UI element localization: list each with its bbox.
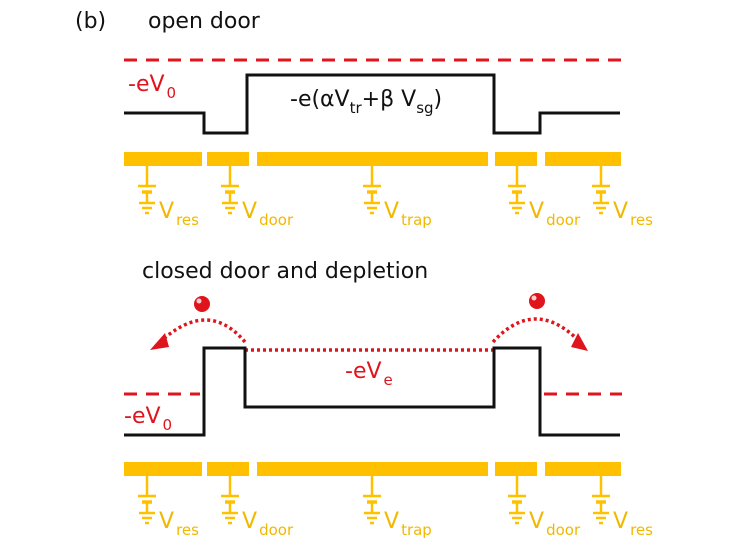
electron-left: [194, 296, 210, 312]
electrode-door-right: [495, 462, 537, 476]
electrode-trap: [257, 462, 488, 476]
gate-battery-ground-icon: [592, 476, 610, 525]
electron-right: [529, 293, 545, 309]
top-trap-potential-label: -e(αVtr+β Vsg): [290, 87, 442, 117]
escape-arrowhead-left: [150, 333, 169, 350]
gate-battery-ground-icon: [363, 166, 381, 215]
bottom-panel-title: closed door and depletion: [142, 259, 428, 284]
gate-battery-ground-icon: [592, 166, 610, 215]
top-electrodes: [124, 152, 621, 166]
electrode-reservoir-right: [545, 462, 621, 476]
top-panel-title: open door: [148, 9, 261, 34]
gate-battery-ground-icon: [221, 166, 239, 215]
escape-arrow-right: [491, 317, 582, 344]
electrode-reservoir-right: [545, 152, 621, 166]
panel-label: (b): [75, 9, 106, 34]
electrode-door-right: [495, 152, 537, 166]
escape-arrowhead-right: [571, 333, 588, 351]
electrode-reservoir-left: [124, 462, 202, 476]
electrode-reservoir-left: [124, 152, 202, 166]
electrode-trap: [257, 152, 488, 166]
escape-arrow-left: [158, 318, 247, 344]
gate-battery-ground-icon: [508, 476, 526, 525]
electrode-door-left: [207, 152, 249, 166]
gate-battery-ground-icon: [508, 166, 526, 215]
gate-battery-ground-icon: [363, 476, 381, 525]
gate-battery-ground-icon: [138, 476, 156, 525]
top-potential-profile: [124, 73, 620, 135]
gate-battery-ground-icon: [221, 476, 239, 525]
electrode-door-left: [207, 462, 249, 476]
bottom-potential-profile: [124, 346, 620, 437]
bottom-electrodes: [124, 462, 621, 476]
gate-battery-ground-icon: [138, 166, 156, 215]
